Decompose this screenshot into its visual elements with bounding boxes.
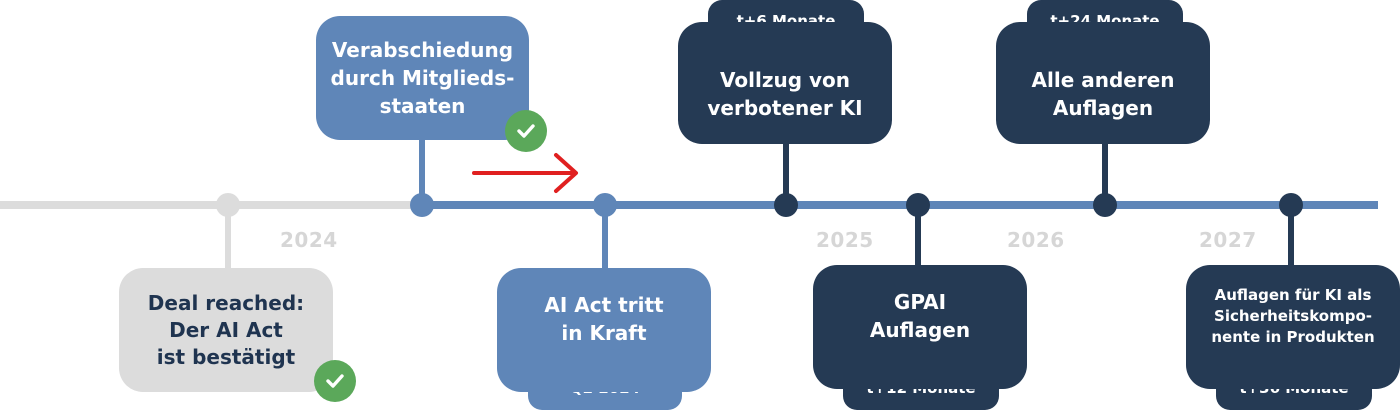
year-label: 2026	[1007, 228, 1065, 252]
dot-deal	[216, 193, 240, 217]
milestone-verabschiedung-card: Verabschiedung durch Mitglieds- staaten	[316, 16, 529, 140]
year-label: 2027	[1199, 228, 1257, 252]
milestone-verbot-card: Vollzug von verbotener KI	[678, 22, 892, 144]
dot-verabschiedung	[410, 193, 434, 217]
year-label: 2024	[280, 228, 338, 252]
milestone-deal-card: Deal reached: Der AI Act ist bestätigt	[119, 268, 333, 392]
dot-gpai	[906, 193, 930, 217]
milestone-andere-card: Alle anderen Auflagen	[996, 22, 1210, 144]
dot-inkraft	[593, 193, 617, 217]
dot-verbot	[774, 193, 798, 217]
milestone-inkraft-card: AI Act tritt in Kraft	[497, 268, 711, 392]
milestone-sicherheit-card: Auflagen für KI als Sicherheitskompo- ne…	[1186, 265, 1400, 389]
check-icon	[505, 110, 547, 152]
dot-sicherheit	[1279, 193, 1303, 217]
arrow-right-icon	[472, 153, 578, 193]
dot-andere	[1093, 193, 1117, 217]
milestone-gpai-card: GPAI Auflagen	[813, 265, 1027, 389]
check-icon	[314, 360, 356, 402]
year-label: 2025	[816, 228, 874, 252]
